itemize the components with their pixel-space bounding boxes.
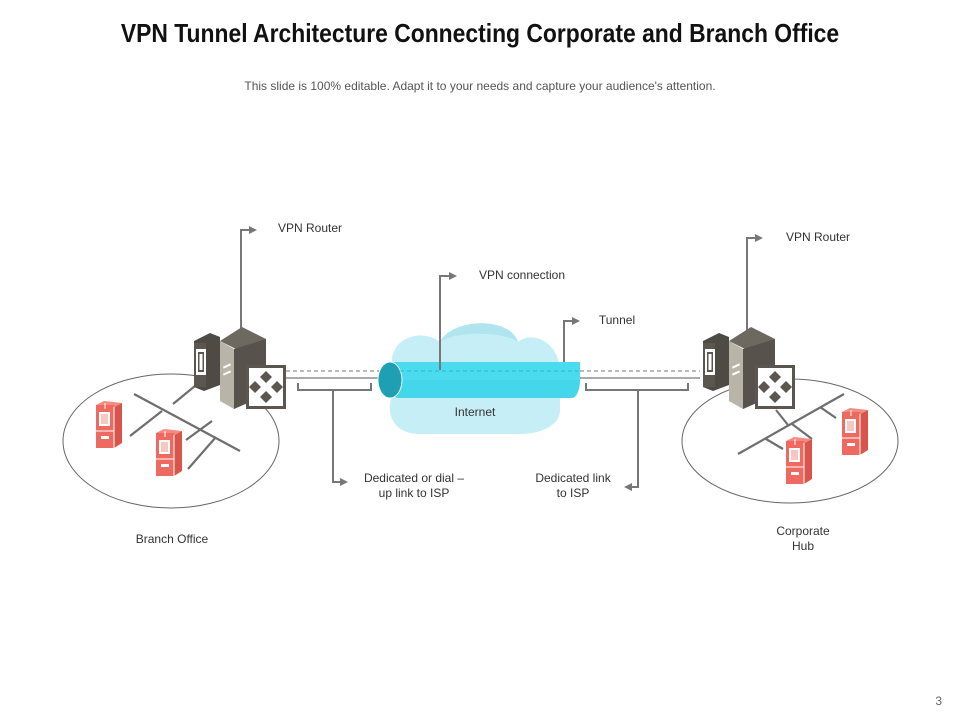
left-isp-link-line2: up link to ISP	[378, 486, 450, 500]
corporate-computer-icon	[785, 436, 813, 485]
right-isp-link-line1: Dedicated link	[535, 471, 611, 485]
tunnel-label: Tunnel	[598, 313, 636, 327]
corporate-computer-icon	[841, 407, 869, 456]
slide-title: VPN Tunnel Architecture Connecting Corpo…	[120, 18, 840, 48]
corporate-hub-line2: Hub	[791, 539, 814, 553]
vpn-router-right-icon	[703, 327, 795, 409]
vpn-tunnel-icon	[377, 361, 580, 399]
corporate-lan-lines	[737, 393, 845, 455]
right-isp-link-line2: to ISP	[556, 486, 590, 500]
left-isp-link-bracket	[297, 383, 372, 486]
vpn-router-right-connector	[746, 234, 763, 333]
right-isp-link-label: Dedicated link to ISP	[522, 471, 624, 501]
vpn-connection-label: VPN connection	[478, 268, 566, 282]
branch-computer-icon	[155, 428, 183, 477]
branch-computer-icon	[95, 400, 123, 449]
vpn-router-right-label: VPN Router	[785, 230, 851, 244]
tunnel-connector	[563, 317, 580, 362]
page-number: 3	[935, 694, 942, 708]
left-isp-link-label: Dedicated or dial – up link to ISP	[350, 471, 478, 501]
branch-office-label: Branch Office	[135, 532, 209, 546]
slide-subtitle: This slide is 100% editable. Adapt it to…	[244, 79, 716, 93]
corporate-hub-label: Corporate Hub	[762, 524, 844, 554]
left-isp-link-line1: Dedicated or dial –	[363, 471, 465, 485]
branch-office-boundary	[62, 373, 280, 509]
vpn-connection-connector	[439, 272, 457, 370]
internet-label: Internet	[454, 405, 496, 419]
vpn-router-left-connector	[240, 226, 257, 333]
vpn-router-left-label: VPN Router	[277, 221, 343, 235]
corporate-hub-line1: Corporate	[776, 524, 830, 538]
vpn-router-left-icon	[194, 327, 286, 409]
right-isp-link-bracket	[585, 383, 689, 491]
